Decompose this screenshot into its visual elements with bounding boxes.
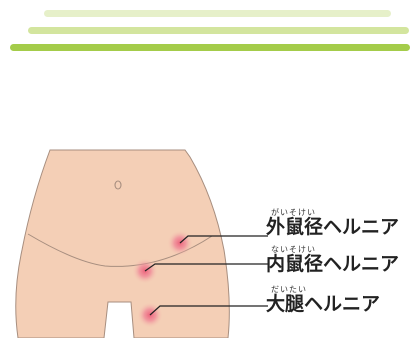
label-internal-inguinal-hernia: ないそけい 内鼠径ヘルニア (266, 246, 399, 275)
label-text: 内鼠径ヘルニア (266, 253, 400, 275)
label-femoral-hernia: だいたい 大腿ヘルニア (266, 286, 380, 315)
label-ruby: ないそけい (271, 245, 316, 254)
leader-line-femoral (149, 305, 268, 316)
label-external-inguinal-hernia: がいそけい 外鼠径ヘルニア (266, 209, 399, 238)
decor-stripe-top (44, 10, 391, 17)
leader-line-internal-inguinal (144, 263, 268, 272)
lower-body-silhouette (15, 149, 230, 338)
decor-stripe-bottom (10, 44, 410, 51)
decor-stripe-middle (28, 27, 409, 34)
label-ruby: がいそけい (271, 208, 316, 217)
label-text: 大腿ヘルニア (266, 293, 381, 315)
label-ruby: だいたい (271, 285, 307, 294)
navel (114, 180, 122, 190)
label-text: 外鼠径ヘルニア (266, 216, 400, 238)
leader-line-external-inguinal (179, 235, 268, 244)
